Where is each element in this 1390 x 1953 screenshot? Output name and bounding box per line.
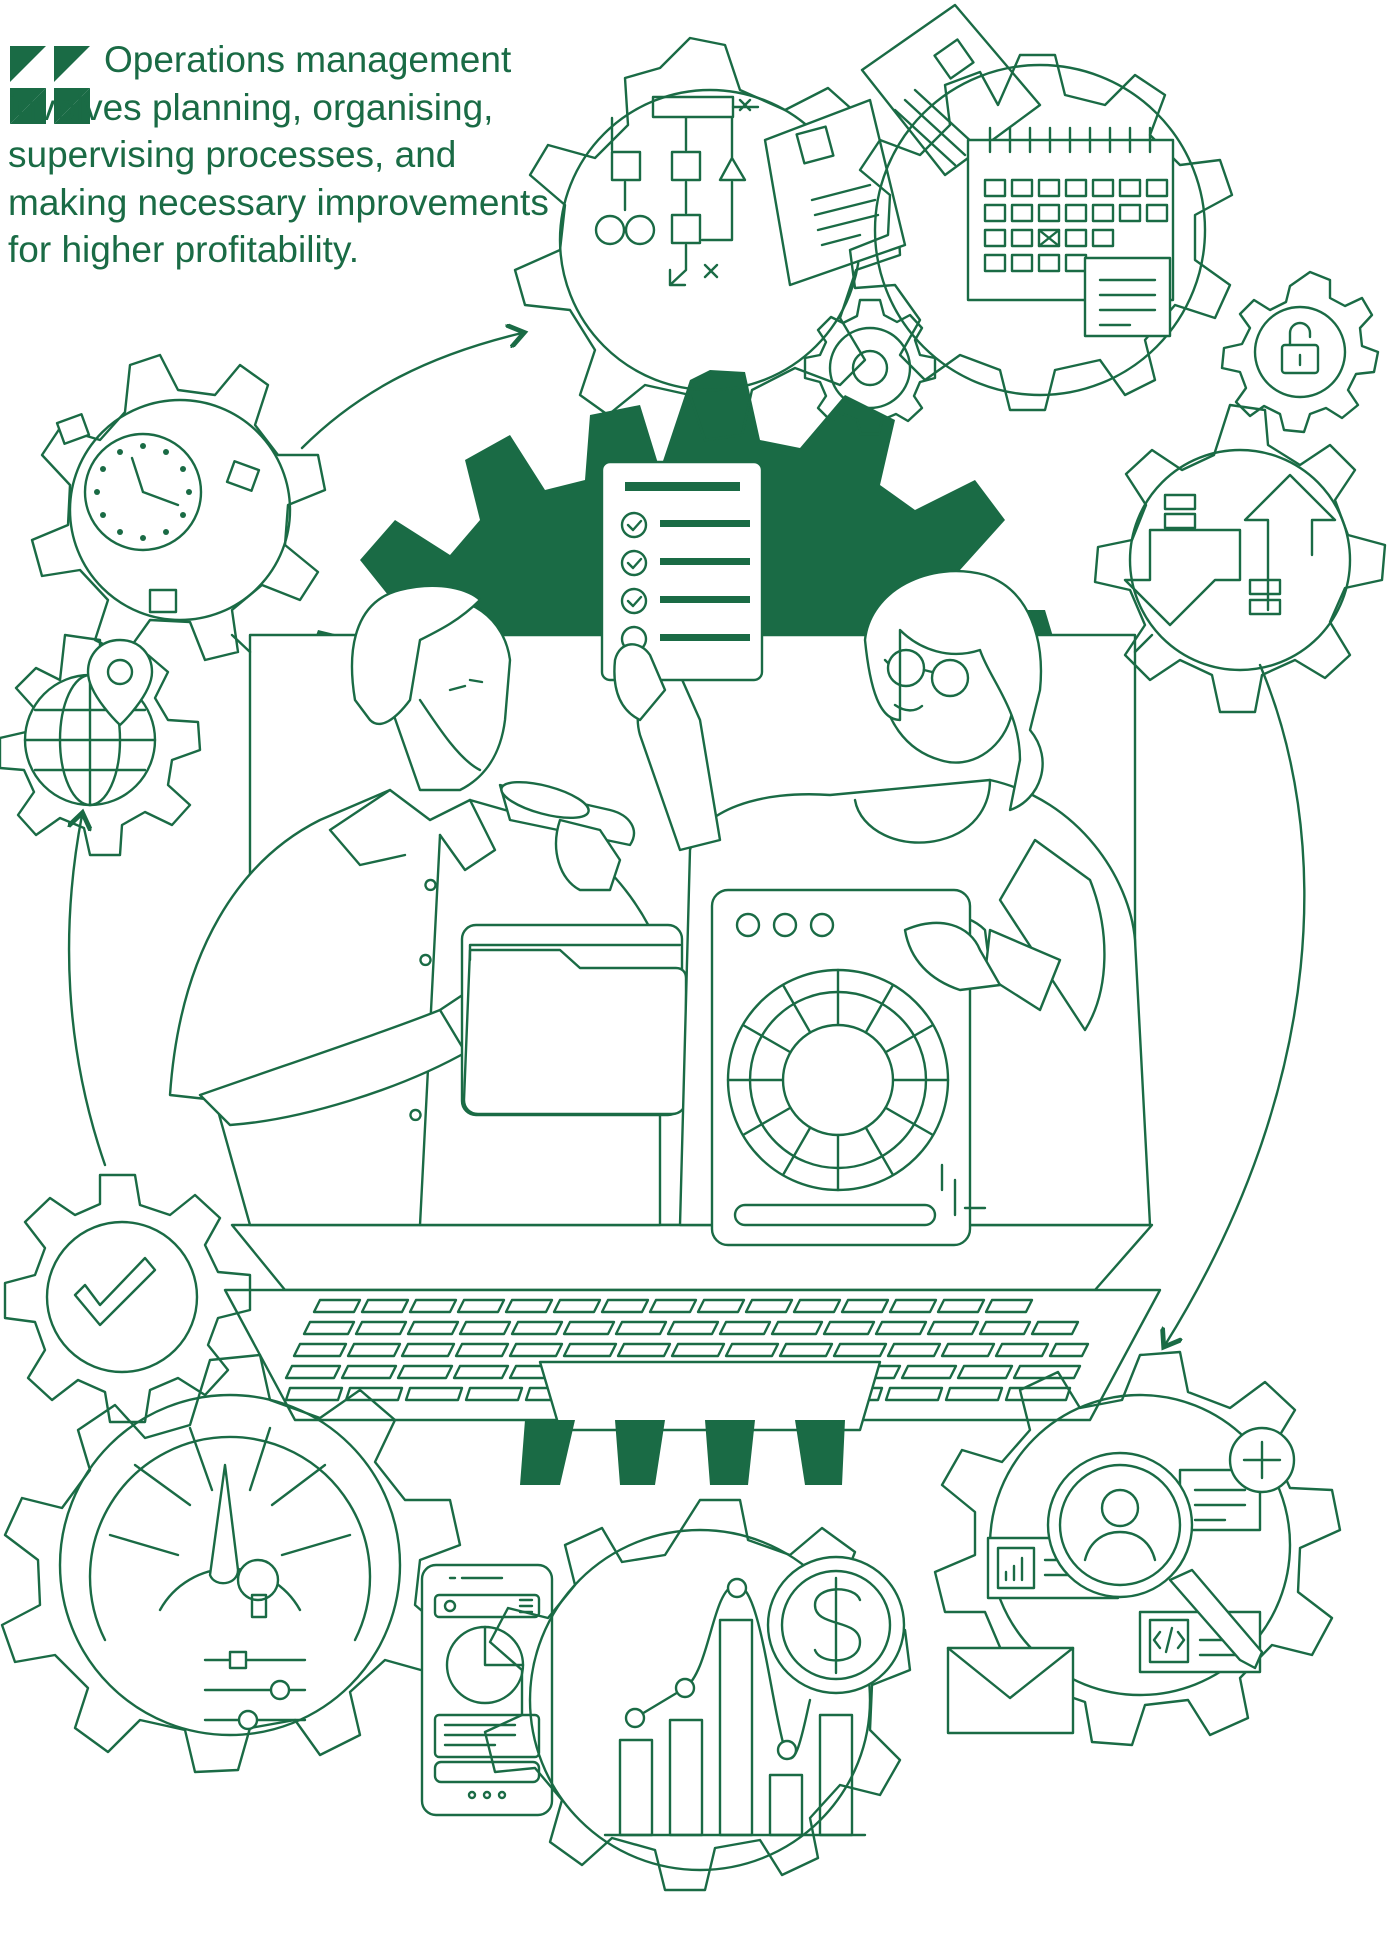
sort-arrows-gear-icon (1093, 403, 1387, 714)
folder-icon (460, 923, 688, 1117)
globe-location-icon (0, 633, 202, 857)
caption-body: Operations management involves planning,… (8, 39, 549, 270)
calendar-gear-icon (848, 53, 1234, 412)
keyboard-icon (284, 1298, 1090, 1432)
magnifier-user-gear-icon (933, 1350, 1342, 1747)
email-icon (946, 1646, 1075, 1735)
speedometer-gear-icon (0, 1353, 462, 1774)
clock-gear-icon (30, 353, 327, 662)
man-with-pen-icon (168, 584, 662, 1227)
cycle-arrows (69, 333, 1306, 1345)
small-gear-icon (803, 298, 937, 436)
smartphone-icon (420, 1563, 554, 1817)
bar-chart-dollar-gear-icon (483, 1498, 912, 1892)
gear-teeth-lower (520, 1420, 845, 1485)
caption-text: Operations management involves planning,… (8, 36, 568, 274)
checklist-icon (600, 460, 764, 722)
padlock-icon (1220, 270, 1380, 434)
four-triangle-square-logo-icon (10, 46, 90, 124)
washing-machine-icon (710, 888, 1002, 1247)
checkmark-gear-icon (3, 1173, 252, 1424)
